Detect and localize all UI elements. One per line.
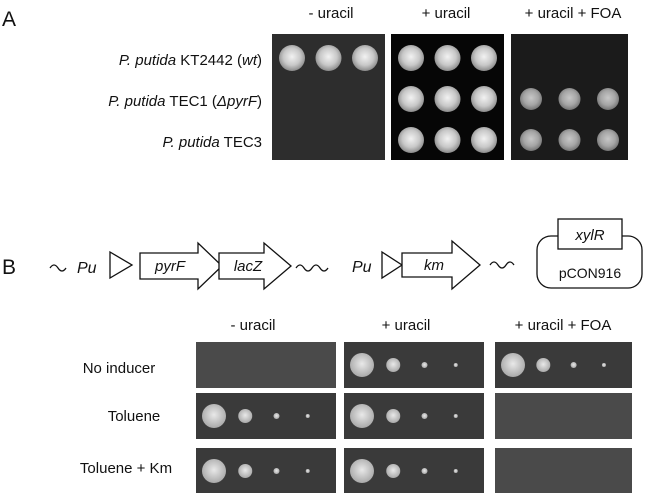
colony-spot (352, 45, 378, 71)
panel-a-col-label-3: + uracil + FOA (525, 5, 622, 22)
colony-spot (558, 88, 581, 110)
colony-spot (434, 45, 461, 71)
pyrf-label: pyrF (154, 258, 186, 275)
panel-a-letter: A (2, 8, 16, 31)
colony-spot (536, 358, 551, 372)
colony-spot (520, 88, 542, 110)
colony-spot (434, 86, 461, 112)
plate-b (196, 342, 336, 388)
strain-label-tec1: P. putida TEC1 (ΔpyrF) (108, 93, 262, 110)
colony-spot (471, 127, 497, 153)
panel-a-col-label-2: + uracil (422, 5, 471, 22)
panel-b-col-label-1: - uracil (230, 317, 275, 334)
colony-spot (398, 86, 424, 112)
colony-spot (305, 414, 310, 418)
strain-label-tec3: P. putida TEC3 (162, 134, 262, 151)
colony-spot (350, 459, 374, 483)
promoter-1-label: Pu (77, 260, 97, 277)
plate-b (495, 393, 632, 439)
colony-spot (279, 45, 305, 71)
colony-spot (501, 353, 525, 377)
colony-spot (601, 363, 606, 367)
wavy-line-2 (295, 264, 329, 272)
colony-spot (597, 88, 619, 110)
colony-spot (350, 353, 374, 377)
xylr-box (557, 218, 623, 250)
condition-label-toluene-km: Toluene + Km (80, 460, 172, 477)
colony-spot (421, 362, 428, 368)
colony-spot (386, 464, 401, 478)
colony-spot (202, 459, 226, 483)
km-label: km (424, 257, 444, 274)
colony-spot (238, 464, 253, 478)
promoter-1-triangle (109, 250, 134, 280)
genetic-construct (49, 218, 643, 291)
colony-spot (421, 468, 428, 474)
promoter-2-label: Pu (352, 259, 372, 276)
colony-spot (305, 469, 310, 473)
colony-spot (238, 409, 253, 423)
colony-spot (453, 414, 458, 418)
pyrf-gene-arrow (139, 241, 223, 291)
wavy-line-1 (49, 264, 67, 272)
km-gene-arrow (401, 239, 481, 291)
promoter-2-triangle (381, 250, 404, 280)
panel-b-col-label-3: + uracil + FOA (515, 317, 612, 334)
colony-spot (453, 363, 458, 367)
xylr-label: xylR (574, 227, 604, 244)
colony-spot (386, 409, 401, 423)
colony-spot (398, 45, 424, 71)
panel-b-plates (196, 342, 632, 493)
panel-a-colonies (279, 45, 619, 153)
panel-b-letter: B (2, 256, 16, 279)
colony-spot (315, 45, 342, 71)
strain-label-kt2442: P. putida KT2442 (wt) (119, 52, 262, 69)
panel-b-col-label-2: + uracil (382, 317, 431, 334)
colony-spot (558, 129, 581, 151)
colony-spot (453, 469, 458, 473)
plate-b (495, 448, 632, 493)
colony-spot (520, 129, 542, 151)
colony-spot (570, 362, 577, 368)
colony-spot (202, 404, 226, 428)
colony-spot (471, 86, 497, 112)
condition-label-no-inducer: No inducer (83, 360, 156, 377)
colony-spot (597, 129, 619, 151)
plasmid-name: pCON916 (559, 265, 621, 281)
colony-spot (273, 413, 280, 419)
colony-spot (398, 127, 424, 153)
colony-spot (273, 468, 280, 474)
colony-spot (386, 358, 401, 372)
colony-spot (350, 404, 374, 428)
lacz-label: lacZ (234, 258, 263, 275)
condition-label-toluene: Toluene (108, 408, 161, 425)
colony-spot (471, 45, 497, 71)
lacz-gene-arrow (218, 241, 293, 291)
colony-spot (434, 127, 461, 153)
wavy-line-3 (489, 261, 515, 269)
panel-a-col-label-1: - uracil (308, 5, 353, 22)
colony-spot (421, 413, 428, 419)
